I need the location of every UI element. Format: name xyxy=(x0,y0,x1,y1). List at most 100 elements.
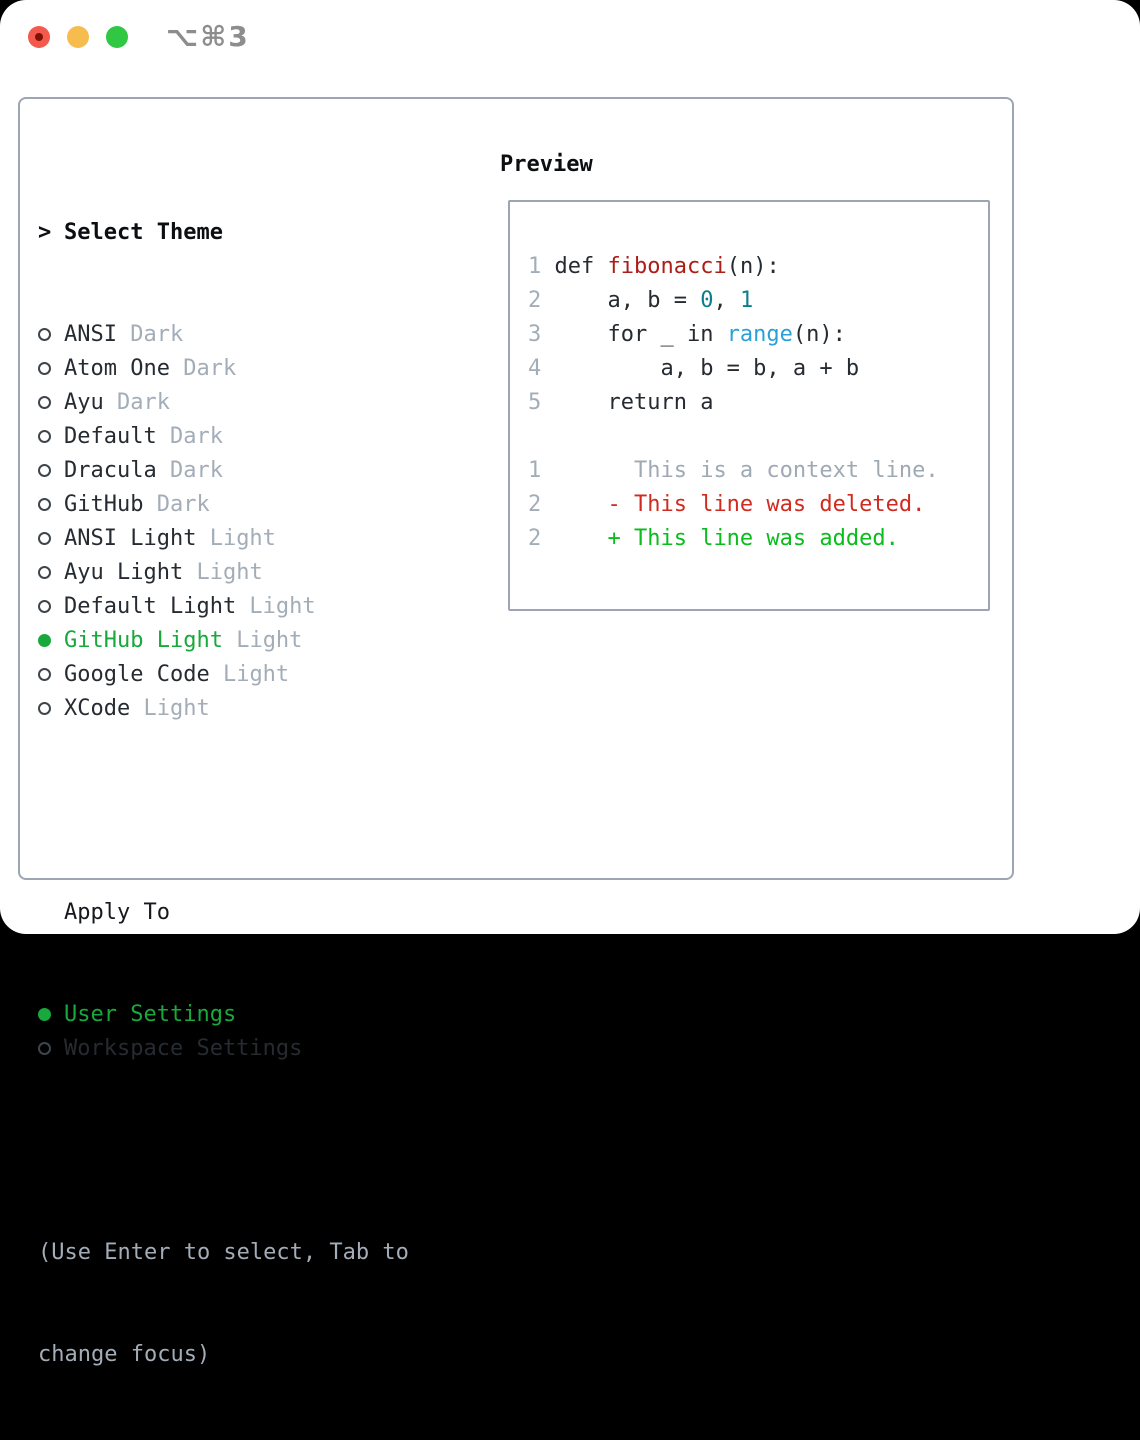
item-label: Default Light xyxy=(64,594,237,619)
spacer-row xyxy=(38,1134,409,1168)
line-number: 4 xyxy=(528,356,555,381)
select-theme-heading-row: > Select Theme xyxy=(38,216,409,250)
theme-item-dracula[interactable]: Dracula Dark xyxy=(38,454,409,488)
item-variant-label: Dark xyxy=(156,424,223,449)
line-number: 2 xyxy=(528,492,555,517)
radio-icon xyxy=(38,362,51,375)
theme-item-ansi-light[interactable]: ANSI Light Light xyxy=(38,522,409,556)
select-theme-heading: Select Theme xyxy=(64,220,223,245)
theme-item-ansi[interactable]: ANSI Dark xyxy=(38,318,409,352)
item-label: Default xyxy=(64,424,157,449)
radio-icon xyxy=(38,464,51,477)
minimize-button[interactable] xyxy=(67,26,89,48)
theme-item-xcode[interactable]: XCode Light xyxy=(38,692,409,726)
theme-item-atom-one[interactable]: Atom One Dark xyxy=(38,352,409,386)
item-label: GitHub xyxy=(64,492,144,517)
code-line: 1 This is a context line. xyxy=(528,454,939,488)
item-variant-label: Light xyxy=(130,696,210,721)
code-line: 2 + This line was added. xyxy=(528,522,939,556)
line-number: 2 xyxy=(528,288,555,313)
item-label: User Settings xyxy=(64,1002,237,1027)
code-token: 0 xyxy=(700,288,714,313)
radio-icon xyxy=(38,532,51,545)
code-line: 4 a, b = b, a + b xyxy=(528,352,939,386)
spacer-row xyxy=(38,794,409,828)
radio-icon xyxy=(38,668,51,681)
item-label: Ayu Light xyxy=(64,560,184,585)
apply-option-user-settings[interactable]: User Settings xyxy=(38,998,409,1032)
focus-caret-icon: > xyxy=(38,220,52,245)
radio-icon xyxy=(38,1042,51,1055)
radio-selected-icon xyxy=(38,1008,51,1021)
code-token: def xyxy=(554,254,608,279)
code-line: 5 return a xyxy=(528,386,939,420)
line-number: 1 xyxy=(528,458,555,483)
window-title: ⌥⌘3 xyxy=(166,20,250,53)
radio-icon xyxy=(38,430,51,443)
item-variant-label: Dark xyxy=(156,458,223,483)
radio-icon xyxy=(38,566,51,579)
code-line: 2 - This line was deleted. xyxy=(528,488,939,522)
line-number: 2 xyxy=(528,526,555,551)
item-variant-label: Light xyxy=(236,594,316,619)
item-label: Workspace Settings xyxy=(64,1036,303,1061)
code-token: return a xyxy=(554,390,714,415)
theme-item-google-code[interactable]: Google Code Light xyxy=(38,658,409,692)
code-line xyxy=(528,420,939,454)
item-label: GitHub Light xyxy=(64,628,223,653)
item-label: Google Code xyxy=(64,662,210,687)
code-token: (n): xyxy=(792,322,846,347)
radio-icon xyxy=(38,498,51,511)
line-number xyxy=(528,424,555,449)
radio-icon xyxy=(38,396,51,409)
line-number: 1 xyxy=(528,254,555,279)
code-token: + This line was added. xyxy=(554,526,899,551)
apply-to-heading: Apply To xyxy=(64,900,170,925)
code-token: , xyxy=(713,288,740,313)
apply-option-workspace-settings[interactable]: Workspace Settings xyxy=(38,1032,409,1066)
item-label: Ayu xyxy=(64,390,104,415)
code-token: 1 xyxy=(739,288,754,313)
code-token: (n): xyxy=(726,254,780,279)
theme-item-ayu-light[interactable]: Ayu Light Light xyxy=(38,556,409,590)
item-variant-label: Dark xyxy=(169,356,237,381)
theme-item-github[interactable]: GitHub Dark xyxy=(38,488,409,522)
code-token: - This line was deleted. xyxy=(554,492,926,517)
radio-selected-icon xyxy=(38,634,51,647)
theme-item-ayu[interactable]: Ayu Dark xyxy=(38,386,409,420)
item-label: Dracula xyxy=(64,458,157,483)
code-line: 3 for _ in range(n): xyxy=(528,318,939,352)
zoom-button[interactable] xyxy=(106,26,128,48)
code-token: This is a context line. xyxy=(554,458,939,483)
item-label: Atom One xyxy=(64,356,170,381)
radio-icon xyxy=(38,600,51,613)
item-label: XCode xyxy=(64,696,131,721)
code-token: for _ in xyxy=(554,322,727,347)
code-token: a, b = b, a + b xyxy=(554,356,860,381)
item-variant-label: Dark xyxy=(116,322,184,347)
item-variant-label: Light xyxy=(183,560,263,585)
theme-item-default[interactable]: Default Dark xyxy=(38,420,409,454)
hint-line-1: (Use Enter to select, Tab to xyxy=(38,1240,409,1265)
item-variant-label: Light xyxy=(196,526,276,551)
code-token: a, b = xyxy=(554,288,701,313)
code-token: fibonacci xyxy=(607,254,727,279)
item-label: ANSI xyxy=(64,322,117,347)
hint-line-2: change focus) xyxy=(38,1342,211,1367)
preview-heading: Preview xyxy=(500,152,593,177)
item-variant-label: Dark xyxy=(103,390,170,415)
preview-box xyxy=(508,200,990,611)
apply-to-heading-row: Apply To xyxy=(38,896,409,930)
line-number: 3 xyxy=(528,322,555,347)
radio-icon xyxy=(38,702,51,715)
theme-item-github-light[interactable]: GitHub Light Light xyxy=(38,624,409,658)
close-button[interactable] xyxy=(28,26,50,48)
code-token: range xyxy=(726,322,793,347)
theme-item-default-light[interactable]: Default Light Light xyxy=(38,590,409,624)
code-line: 1 def fibonacci(n): xyxy=(528,250,939,284)
